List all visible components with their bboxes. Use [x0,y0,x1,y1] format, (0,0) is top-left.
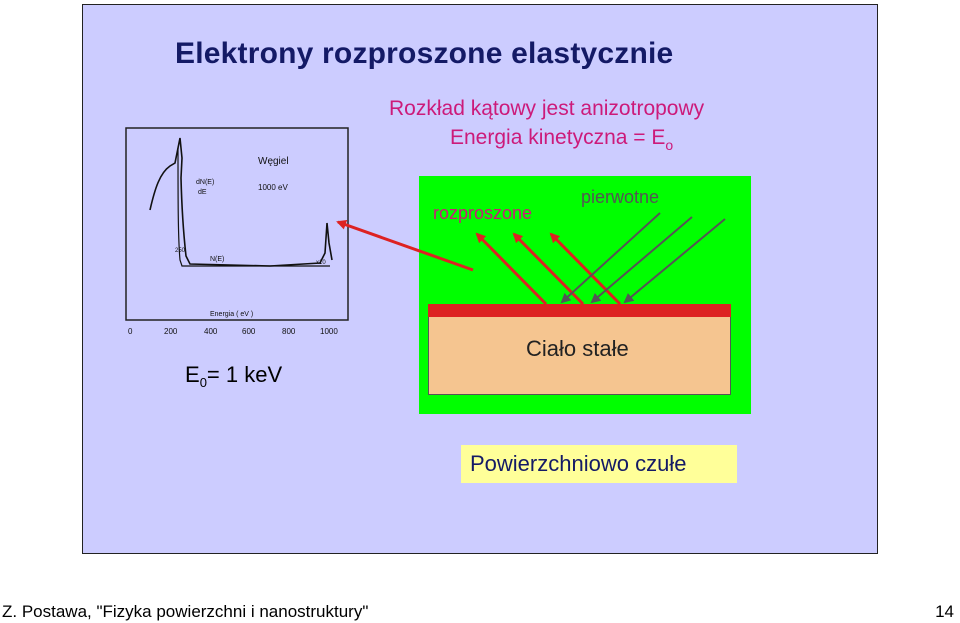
energy-spectrum-graph: Węgiel dN(E) dE 1000 eV N(E) 250 x10 Ene… [125,127,349,336]
graph-label-de: dE [198,189,207,196]
tick-label: 0 [128,327,133,336]
subtitle-energy-text: Energia kinetyczna = E [450,126,666,149]
scattered-arrow [475,232,548,306]
x-ticks: 0 200 400 600 800 1000 [128,327,338,336]
footer-text: Z. Postawa, "Fizyka powierzchni i nanost… [2,602,369,621]
primary-arrow [623,218,726,304]
solid-body [428,304,731,395]
e0-subscript: 0 [199,375,207,390]
tick-label: 1000 [320,327,338,336]
scattered-label: rozproszone [433,203,533,223]
surface-sensitive-box [461,445,737,483]
pointer-arrow [336,219,474,272]
graph-label-element: Węgiel [258,156,289,167]
primary-energy-label: E0= 1 keV [185,362,282,390]
slide-title: Elektrony rozproszone elastycznie [175,37,674,70]
subtitle-anisotropy: Rozkład kątowy jest anizotropowy [389,97,705,120]
subtitle-energy-subscript: o [665,137,674,153]
page-number: 14 [935,602,954,621]
tick-label: 600 [242,327,256,336]
surface-sensitive-label: Powierzchniowo czułe [470,451,687,476]
tick-label: 800 [282,327,296,336]
graph-label-250: 250 [175,248,186,254]
graph-label-x10: x10 [316,260,326,266]
e0-value: = 1 keV [206,362,283,387]
primary-arrow [590,216,693,304]
graph-label-x: Energia ( eV ) [210,311,253,318]
subtitle-energy: Energia kinetyczna = Eo [450,126,673,153]
primary-arrow [560,212,661,304]
graph-frame [125,127,349,321]
solid-label: Ciało stałe [526,336,629,361]
graph-label-dn: dN(E) [196,179,214,186]
e0-symbol: E [185,362,200,387]
graph-label-energy0: 1000 eV [258,183,288,192]
tick-label: 200 [164,327,178,336]
surface-layer [428,304,731,317]
ne-curve [177,147,330,267]
graph-label-ne: N(E) [210,256,224,263]
scattered-arrow [549,232,622,306]
primary-label: pierwotne [581,187,660,207]
tick-label: 400 [204,327,218,336]
dn-de-curve [149,137,333,267]
